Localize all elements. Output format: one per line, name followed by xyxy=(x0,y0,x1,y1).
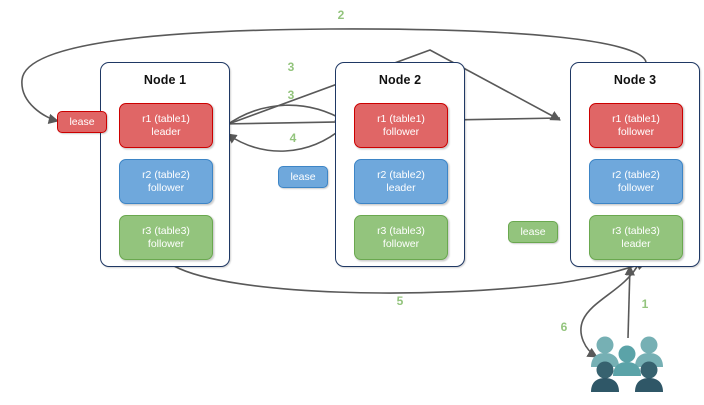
replica-r2[interactable]: r2 (table2) follower xyxy=(589,159,683,204)
replica-name: r3 (table3) xyxy=(142,224,190,237)
node-card-2[interactable]: Node 2 r1 (table1) follower r2 (table2) … xyxy=(335,62,465,267)
step-text: 1 xyxy=(641,297,649,311)
replica-name: r2 (table2) xyxy=(612,168,660,181)
replica-role: follower xyxy=(617,181,655,194)
step-label-2: 2 xyxy=(333,8,349,22)
lease-label: lease xyxy=(69,116,95,128)
replica-r2[interactable]: r2 (table2) leader xyxy=(354,159,448,204)
replica-name: r1 (table1) xyxy=(377,112,425,125)
replica-role: follower xyxy=(617,125,655,138)
lease-badge-green[interactable]: lease xyxy=(508,221,558,243)
step-label-3b: 3 xyxy=(283,88,299,102)
replica-r1[interactable]: r1 (table1) follower xyxy=(589,103,683,148)
lease-label: lease xyxy=(290,171,316,183)
step-text: 3 xyxy=(287,88,295,102)
replica-r3[interactable]: r3 (table3) follower xyxy=(119,215,213,260)
replica-role: leader xyxy=(386,181,416,194)
step-label-4: 4 xyxy=(285,131,301,145)
replica-name: r3 (table3) xyxy=(377,224,425,237)
lease-badge-blue[interactable]: lease xyxy=(278,166,328,188)
replica-r2[interactable]: r2 (table2) follower xyxy=(119,159,213,204)
replica-name: r1 (table1) xyxy=(612,112,660,125)
replica-r1[interactable]: r1 (table1) leader xyxy=(119,103,213,148)
replica-name: r2 (table2) xyxy=(377,168,425,181)
replica-r3[interactable]: r3 (table3) leader xyxy=(589,215,683,260)
step-text: 3 xyxy=(287,60,295,74)
step-label-6: 6 xyxy=(556,320,572,334)
replica-name: r1 (table1) xyxy=(142,112,190,125)
replica-name: r3 (table3) xyxy=(612,224,660,237)
step-text: 2 xyxy=(337,8,345,22)
lease-label: lease xyxy=(520,226,546,238)
step-label-5: 5 xyxy=(392,294,408,308)
node-title: Node 1 xyxy=(143,73,187,87)
step-text: 5 xyxy=(396,294,404,308)
replica-name: r2 (table2) xyxy=(142,168,190,181)
replica-role: leader xyxy=(621,237,651,250)
users-group-icon xyxy=(591,336,663,392)
replica-role: follower xyxy=(382,125,420,138)
lease-badge-red[interactable]: lease xyxy=(57,111,107,133)
replica-r3[interactable]: r3 (table3) follower xyxy=(354,215,448,260)
node-card-3[interactable]: Node 3 r1 (table1) follower r2 (table2) … xyxy=(570,62,700,267)
replica-role: leader xyxy=(151,125,181,138)
step-label-3a: 3 xyxy=(283,60,299,74)
step-text: 4 xyxy=(289,131,297,145)
node-card-1[interactable]: Node 1 r1 (table1) leader r2 (table2) fo… xyxy=(100,62,230,267)
step-label-1: 1 xyxy=(637,297,653,311)
edge-step-1 xyxy=(624,264,635,339)
replica-r1[interactable]: r1 (table1) follower xyxy=(354,103,448,148)
edge-step-3-curve xyxy=(223,104,346,128)
replica-role: follower xyxy=(147,237,185,250)
node-title: Node 2 xyxy=(378,73,422,87)
replica-role: follower xyxy=(147,181,185,194)
step-text: 6 xyxy=(560,320,568,334)
node-title: Node 3 xyxy=(613,73,657,87)
replica-role: follower xyxy=(382,237,420,250)
